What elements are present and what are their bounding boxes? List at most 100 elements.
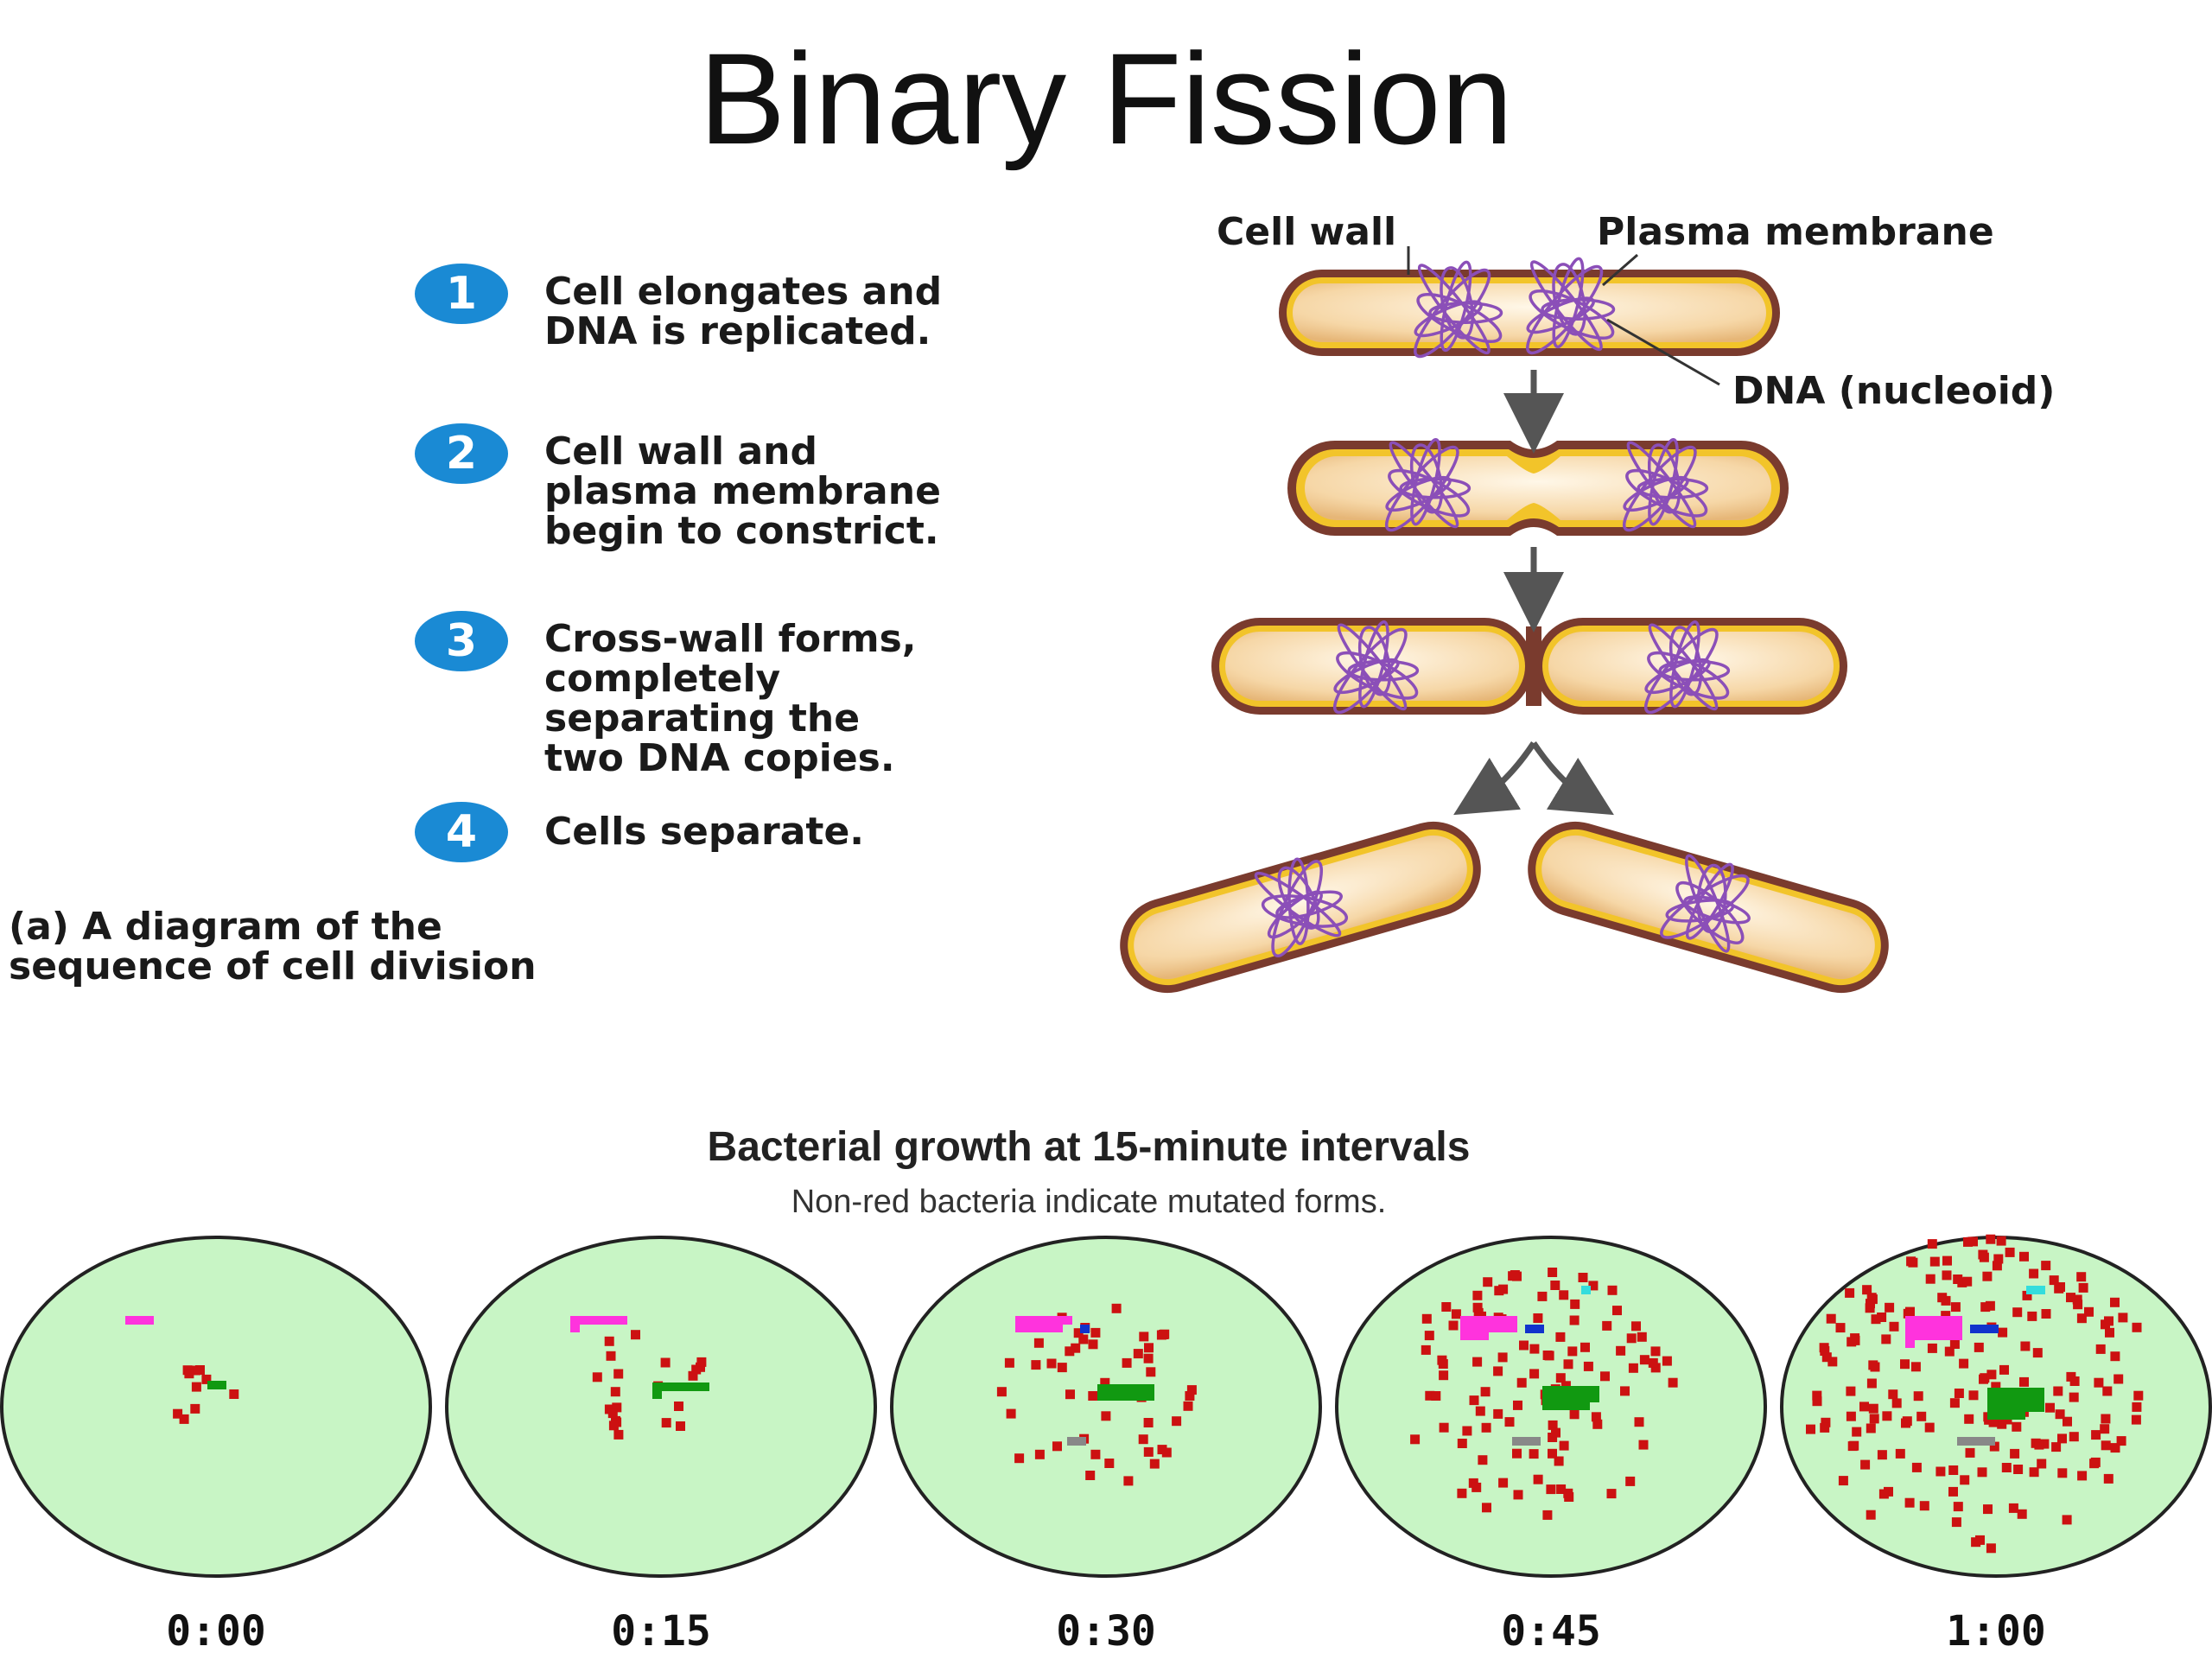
bacterium-normal (1185, 1391, 1195, 1401)
bacterium-normal (1885, 1302, 1895, 1313)
bacterium-normal (1968, 1236, 1978, 1247)
bacterium-normal (1964, 1414, 1974, 1424)
bacterium-mutant-green (2035, 1403, 2044, 1412)
bacterium-mutant-magenta (1953, 1332, 1962, 1340)
bacterium-normal (1138, 1434, 1148, 1445)
bacterium-normal (1563, 1488, 1573, 1498)
bacterium-normal (1882, 1411, 1892, 1421)
step-3-text: Cross-wall forms, completely separating … (544, 617, 917, 780)
bacterium-mutant-gray (1986, 1437, 1995, 1446)
bacterium-normal (1156, 1330, 1166, 1340)
bacterium-normal (2132, 1402, 2142, 1412)
bacterium-normal (1004, 1357, 1014, 1368)
bacterium-normal (1493, 1366, 1503, 1376)
bacterium-normal (2095, 1344, 2106, 1354)
arrow-split-right-icon (1531, 741, 1614, 816)
bacterium-mutant-green (700, 1382, 709, 1391)
bacterium-normal (1065, 1346, 1075, 1357)
bacterium-mutant-magenta (1470, 1316, 1479, 1325)
bacterium-normal (1950, 1302, 1961, 1313)
bacterium-normal (1494, 1286, 1504, 1296)
bacterium-normal (2057, 1433, 2067, 1444)
bacterium-normal (1977, 1467, 1987, 1478)
bacterium-normal (179, 1414, 189, 1424)
petri-dish-0 (0, 1236, 432, 1578)
bacterium-normal (1648, 1357, 1658, 1368)
bacterium-mutant-blue (1980, 1325, 1989, 1333)
bacterium-normal (1980, 1302, 1991, 1313)
bacterium-mutant-magenta (1470, 1332, 1479, 1340)
bacterium-normal (1139, 1332, 1149, 1342)
bacterium-normal (1812, 1396, 1822, 1407)
bacterium-mutant-magenta (589, 1316, 599, 1325)
bacterium-normal (1812, 1390, 1822, 1401)
bacterium-mutant-green (671, 1382, 681, 1391)
bacterium-normal (1548, 1448, 1557, 1459)
dna-nucleoid-icon (1384, 437, 1471, 532)
bacterium-normal (2049, 1275, 2059, 1286)
bacterium-normal (1881, 1334, 1891, 1344)
bacterium-normal (1606, 1489, 1617, 1499)
bacterium-mutant-magenta (1953, 1316, 1962, 1325)
bacterium-normal (2020, 1341, 2031, 1351)
bacterium-mutant-magenta (1498, 1324, 1508, 1332)
bacterium-normal (1471, 1482, 1482, 1492)
bacterium-normal (607, 1408, 618, 1419)
arrow-split-left-icon (1453, 741, 1536, 816)
bacterium-normal (1602, 1320, 1612, 1331)
bacterium-mutant-cyan (2036, 1286, 2045, 1294)
bacterium-normal (1513, 1400, 1522, 1410)
bacterium-mutant-green (2006, 1403, 2016, 1412)
bacterium-normal (1906, 1256, 1916, 1267)
bacterium-mutant-green (1126, 1392, 1135, 1401)
dna-nucleoid-icon (1526, 257, 1616, 355)
bacterium-normal (173, 1408, 183, 1419)
bacterium-normal (2072, 1294, 2082, 1305)
bacterium-normal (1143, 1353, 1154, 1363)
bacterium-normal (1937, 1293, 1948, 1303)
bacterium-normal (1410, 1434, 1421, 1445)
bacterium-mutant-magenta (580, 1316, 589, 1325)
bacterium-normal (1924, 1422, 1935, 1433)
bacterium-normal (1497, 1352, 1508, 1363)
dna-nucleoid-icon (1643, 620, 1731, 715)
bacterium-mutant-blue (1080, 1325, 1090, 1333)
bacterium-mutant-magenta (1915, 1316, 1924, 1325)
dish-outline (890, 1236, 1322, 1578)
bacterium-normal (1916, 1411, 1927, 1421)
bacterium-mutant-green (690, 1382, 700, 1391)
bacterium-normal (1472, 1302, 1483, 1313)
bacterium-normal (2029, 1467, 2039, 1478)
bacterium-normal (1954, 1389, 1964, 1398)
bacterium-normal (1600, 1371, 1610, 1382)
bacterium-mutant-green (1542, 1394, 1552, 1402)
bacterium-normal (2078, 1282, 2088, 1293)
bacterium-mutant-magenta (1479, 1316, 1489, 1325)
bacterium-mutant-magenta (1034, 1316, 1044, 1325)
bacterium-normal (2076, 1272, 2087, 1282)
bacterium-normal (1626, 1333, 1637, 1344)
bacterium-normal (1034, 1449, 1045, 1459)
bacterium-normal (1974, 1342, 1984, 1352)
bacterium-mutant-magenta (570, 1324, 580, 1332)
bacterium-normal (613, 1369, 624, 1379)
bacterium-normal (2055, 1409, 2065, 1420)
petri-dishes (0, 1234, 2212, 1578)
bacterium-normal (1962, 1276, 1973, 1287)
dish-outline (445, 1236, 877, 1578)
bacterium-normal (2041, 1261, 2051, 1271)
bacterium-mutant-green (1997, 1395, 2006, 1404)
bacterium-mutant-green (652, 1382, 662, 1391)
bacterium-normal (1183, 1401, 1193, 1411)
bacterium-mutant-green (1097, 1384, 1107, 1393)
bacterium-mutant-green (1145, 1392, 1154, 1401)
bacterium-mutant-green (1561, 1394, 1571, 1402)
time-label-4: 1:00 (1946, 1607, 2046, 1656)
bacterium-normal (2100, 1424, 2110, 1434)
bacterium-mutant-magenta (1943, 1324, 1953, 1332)
plasma-membrane-label: Plasma membrane (1597, 210, 1994, 254)
bacterium-normal (1149, 1459, 1160, 1469)
bacterium-normal (2063, 1416, 2072, 1427)
bacterium-normal (1949, 1339, 1960, 1349)
bacterium-mutant-green (1116, 1384, 1126, 1393)
